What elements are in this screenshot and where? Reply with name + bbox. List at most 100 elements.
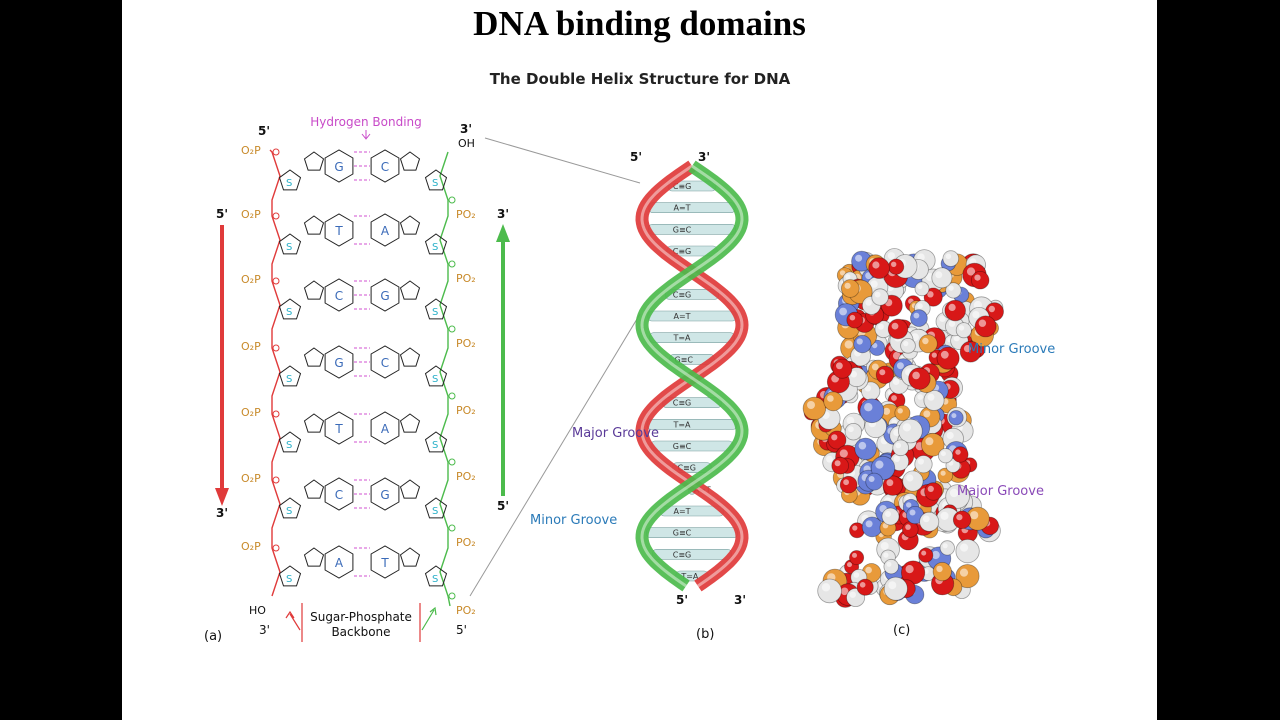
figure-title: The Double Helix Structure for DNA [490, 70, 791, 88]
atom-highlight [960, 543, 969, 552]
atom-highlight [972, 311, 980, 319]
right-base-letter: G [380, 289, 389, 303]
atom-sphere [802, 396, 827, 421]
atom-highlight [834, 460, 841, 467]
atom-highlight [903, 341, 909, 347]
atom-sphere [875, 365, 895, 384]
right-base-letter: T [380, 556, 389, 570]
helix-top-3prime: 3' [698, 150, 710, 164]
atom-highlight [925, 437, 934, 446]
atom-highlight [892, 351, 901, 360]
right-base-ring [370, 411, 400, 445]
right-base-ring [399, 413, 421, 433]
atom-highlight [942, 543, 948, 549]
atom-sphere [817, 578, 842, 604]
rung-label: C≡G [673, 399, 692, 408]
right-phosphate-label: PO₂ [456, 337, 476, 350]
rung-label: T=A [680, 572, 699, 581]
left-base-letter: G [334, 160, 343, 174]
atom-sphere [955, 538, 980, 564]
atom-sphere [865, 472, 884, 491]
atom-sphere [856, 578, 874, 596]
rung-bar [648, 224, 736, 235]
left-arrow-bottom-3prime: 3' [216, 506, 228, 520]
rung-label: G≡C [673, 442, 692, 451]
atom-highlight [831, 434, 838, 441]
atom-highlight [844, 340, 853, 349]
atom-sphere [914, 455, 933, 474]
atom-highlight [872, 261, 880, 269]
right-phosphate-node [448, 524, 456, 532]
atom-highlight [948, 303, 956, 311]
rung-label: C≡G [673, 290, 692, 299]
left-base-letter: G [334, 356, 343, 370]
rung-bar [650, 440, 734, 452]
atom-highlight [852, 525, 858, 531]
helix-major-groove-label: Major Groove [572, 426, 659, 441]
left-direction-arrowhead [215, 488, 229, 506]
atom-sphere [932, 561, 952, 582]
atom-highlight [917, 284, 923, 290]
left-base-ring [303, 547, 325, 567]
right-phosphate-label: PO₂ [456, 536, 476, 549]
left-sugar-label: S [286, 574, 292, 585]
left-base-ring [303, 280, 325, 300]
rung-bar [647, 310, 737, 322]
atom-highlight [883, 552, 889, 558]
left-phosphate-node [272, 544, 280, 552]
left-base-ring [303, 215, 325, 235]
left-arrow-top-5prime: 5' [216, 207, 228, 221]
atom-highlight [927, 291, 934, 298]
right-phosphate-node [448, 458, 456, 466]
atom-highlight [874, 291, 881, 298]
atom-highlight [827, 395, 834, 402]
atom-highlight [970, 511, 979, 520]
rung-label: C≡G [673, 182, 692, 191]
helix-base-pair-rung: C≡G [652, 549, 732, 560]
panel-b-caption: (b) [696, 627, 714, 642]
atom-sphere [881, 507, 900, 526]
atom-highlight [917, 303, 923, 309]
atom-sphere [894, 404, 911, 421]
atom-highlight [879, 369, 886, 376]
atom-highlight [891, 395, 897, 401]
helix-top-5prime: 5' [630, 150, 642, 164]
atom-highlight [855, 254, 863, 262]
atom-highlight [865, 299, 872, 306]
left-base-ring [324, 477, 354, 511]
left-sugar-label: S [286, 374, 292, 385]
atom-sphere [924, 482, 943, 501]
right-base-ring [370, 149, 400, 183]
right-phosphate-node [448, 592, 456, 600]
atom-sphere [853, 334, 872, 354]
atom-sphere [942, 250, 960, 267]
atom-highlight [948, 320, 956, 327]
slide-canvas: DNA binding domains [122, 0, 1157, 720]
atom-sphere [902, 470, 924, 492]
backbone-bracket [301, 603, 421, 642]
right-sugar-label: S [432, 242, 438, 253]
right-sugar-ring [424, 233, 448, 255]
right-base-ring [370, 213, 400, 247]
atom-sphere [883, 576, 908, 601]
rung-label: G≡C [674, 355, 693, 364]
atom-sphere [887, 258, 905, 275]
atom-sphere [887, 318, 909, 340]
left-sugar-label: S [286, 242, 292, 253]
atom-highlight [906, 502, 912, 508]
atom-highlight [868, 476, 875, 482]
atom-sphere [859, 398, 885, 424]
right-sugar-ring [424, 431, 448, 453]
right-base-ring [399, 151, 421, 171]
atom-highlight [865, 566, 872, 574]
atom-sphere [910, 309, 928, 327]
rung-bar [646, 419, 738, 430]
left-phosphate-label: O₂P [241, 540, 261, 553]
atom-highlight [839, 270, 846, 276]
atom-sphere [918, 547, 934, 563]
left-sugar-ring [278, 431, 302, 453]
right-base-ring [399, 547, 421, 567]
right-base-ring [370, 477, 400, 511]
atom-highlight [905, 524, 911, 530]
